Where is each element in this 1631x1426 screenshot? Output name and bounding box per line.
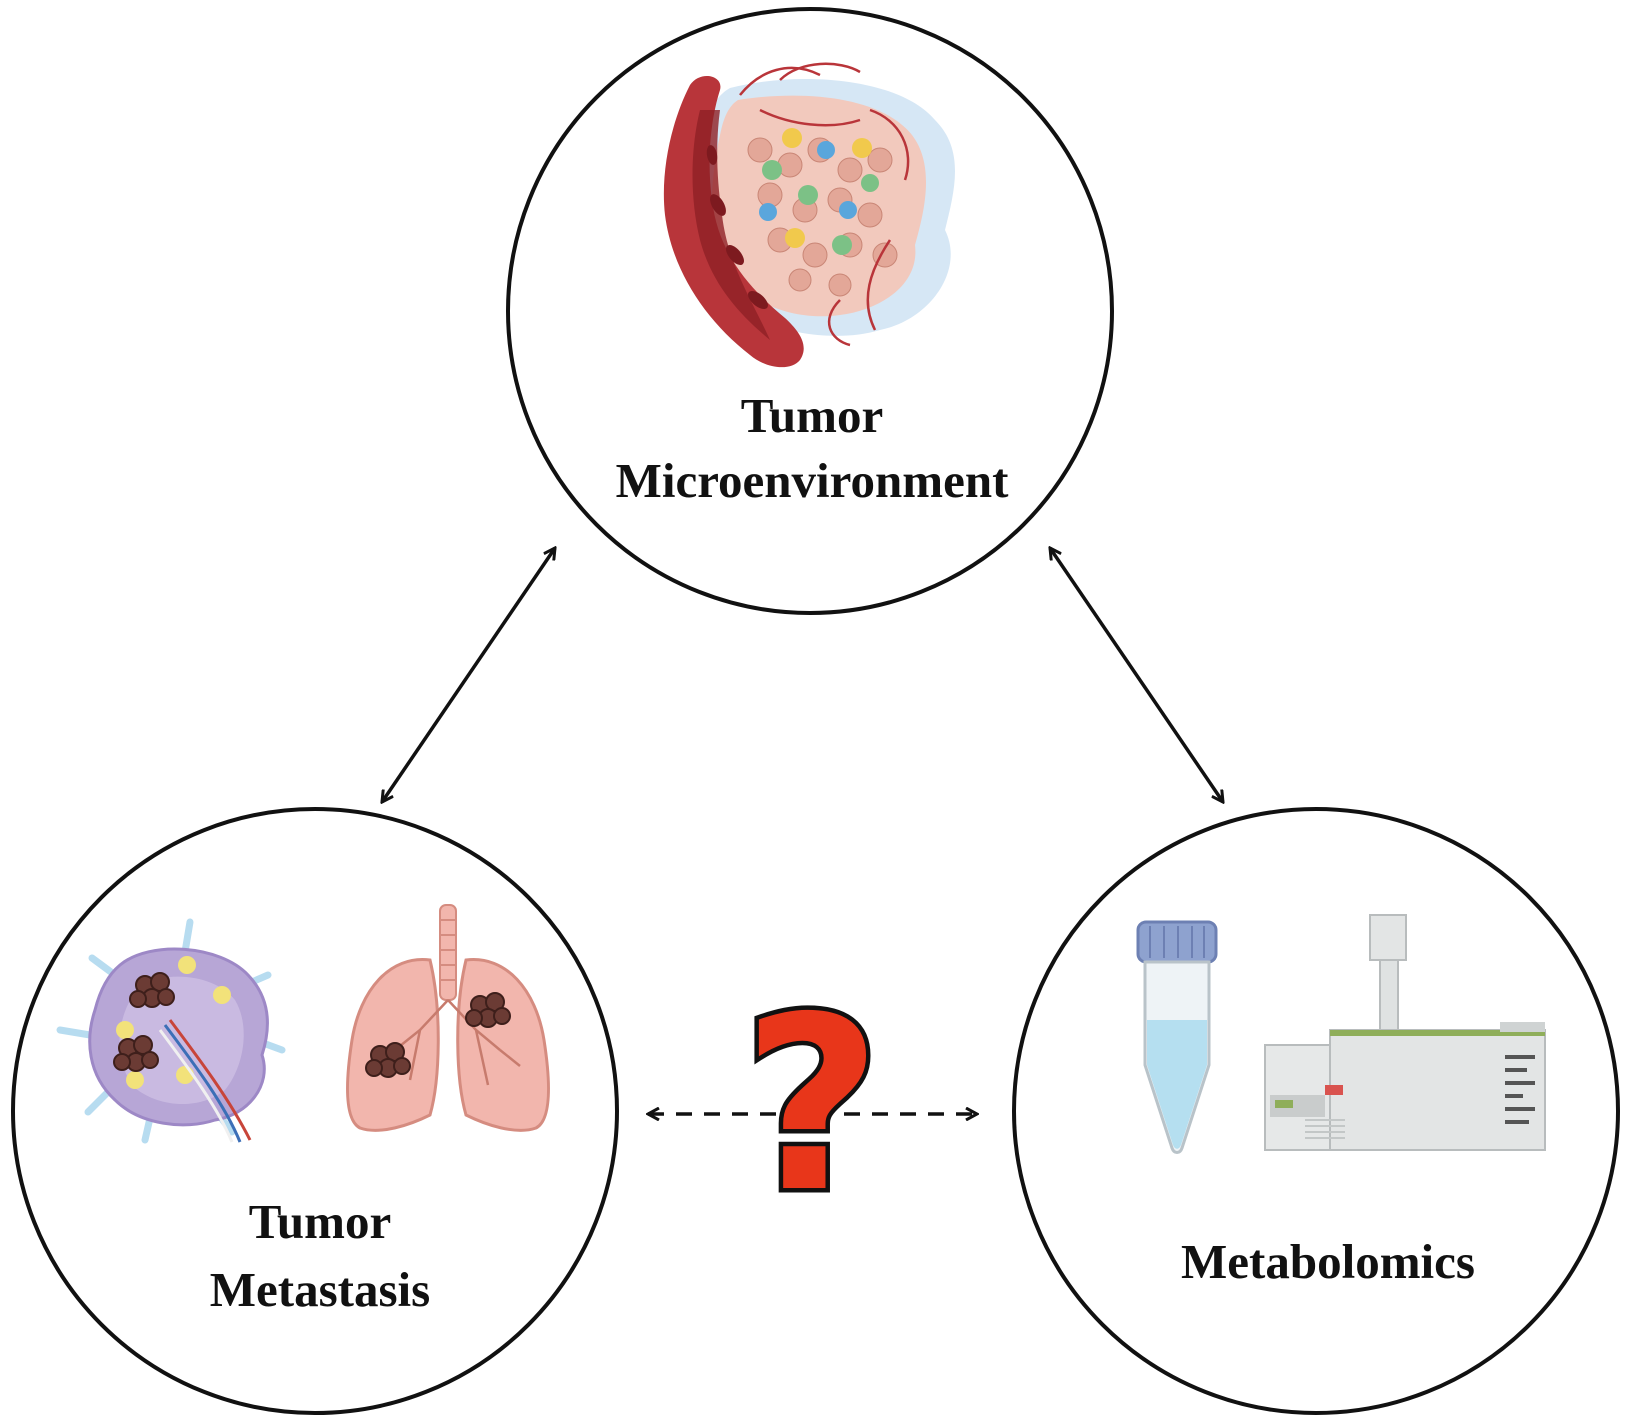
metastasis-label-line-2: Metastasis: [210, 1262, 430, 1317]
metabolomics-circle: [1012, 807, 1620, 1415]
blood-vessel-icon: [663, 75, 804, 368]
metastasis-label-line-1: Tumor: [249, 1194, 392, 1249]
metabolomics-label: Metabolomics: [1181, 1234, 1475, 1289]
microenvironment-label-line-2: Microenvironment: [616, 453, 1010, 508]
metastasis-circle: [11, 807, 619, 1415]
question-mark-icon: ?: [742, 965, 881, 1245]
lymph-node-icon: [56, 918, 286, 1144]
sample-tube-icon: [1136, 920, 1218, 1154]
mass-spectrometer-icon: [1264, 914, 1546, 1151]
tumor-tissue-icon: [694, 62, 955, 347]
arrow-microenvironment-metabolomics: [1050, 548, 1223, 802]
arrow-microenvironment-metastasis: [382, 548, 555, 802]
lungs-icon: [345, 904, 551, 1132]
microenvironment-circle: [506, 7, 1114, 615]
microenvironment-label-line-1: Tumor: [741, 388, 884, 443]
